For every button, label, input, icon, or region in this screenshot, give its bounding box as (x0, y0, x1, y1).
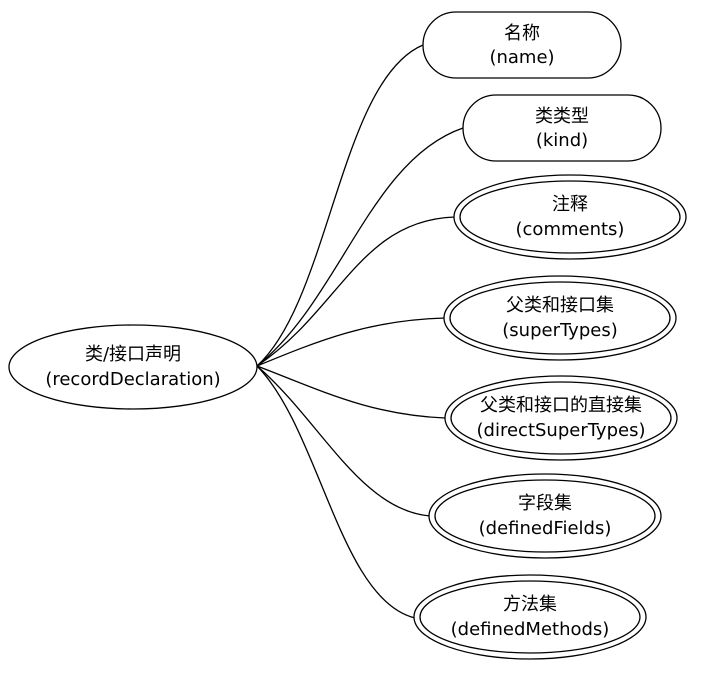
node-name-shape (422, 11, 622, 79)
node-comments: 注释 (comments) (453, 174, 687, 260)
node-definedfields-inner (434, 479, 656, 553)
node-kind: 类类型 (kind) (462, 94, 662, 162)
node-directsupertypes-label: 父类和接口的直接集 (480, 395, 642, 416)
node-name-sub: (name) (489, 47, 554, 68)
node-kind-shape (462, 94, 662, 162)
node-supertypes-label: 父类和接口集 (506, 295, 614, 316)
node-definedfields: 字段集 (definedFields) (428, 473, 662, 559)
edge-root-name (256, 44, 424, 367)
node-name: 名称 (name) (422, 11, 622, 79)
edge-root-definedfields (256, 365, 431, 517)
node-directsupertypes-inner (450, 381, 672, 455)
node-supertypes: 父类和接口集 (superTypes) (443, 275, 677, 361)
node-definedfields-sub: (definedFields) (479, 518, 612, 539)
node-definedmethods: 方法集 (definedMethods) (413, 574, 647, 660)
edge-root-supertypes (256, 317, 446, 367)
root-label: 类/接口声明 (85, 344, 181, 365)
root-ellipse (8, 324, 258, 410)
edges (256, 44, 464, 619)
node-directsupertypes: 父类和接口的直接集 (directSuperTypes) (444, 375, 678, 461)
node-comments-label: 注释 (552, 194, 588, 215)
node-definedmethods-label: 方法集 (503, 594, 557, 615)
node-supertypes-sub: (superTypes) (502, 320, 617, 341)
node-kind-sub: (kind) (536, 130, 588, 151)
edge-root-definedmethods (256, 365, 416, 619)
node-supertypes-inner (449, 281, 671, 355)
node-comments-sub: (comments) (516, 219, 625, 240)
edge-root-kind (256, 127, 464, 367)
node-definedmethods-sub: (definedMethods) (451, 619, 610, 640)
edge-root-directsupertypes (256, 365, 446, 419)
node-name-label: 名称 (504, 23, 540, 44)
node-definedfields-label: 字段集 (518, 493, 572, 514)
edge-root-comments (256, 216, 456, 367)
node-record-declaration: 类/接口声明 (recordDeclaration) (8, 324, 258, 410)
node-definedmethods-inner (419, 580, 641, 654)
node-kind-label: 类类型 (535, 106, 589, 127)
node-comments-inner (459, 180, 681, 254)
root-sub: (recordDeclaration) (45, 369, 220, 390)
node-directsupertypes-sub: (directSuperTypes) (477, 420, 646, 441)
